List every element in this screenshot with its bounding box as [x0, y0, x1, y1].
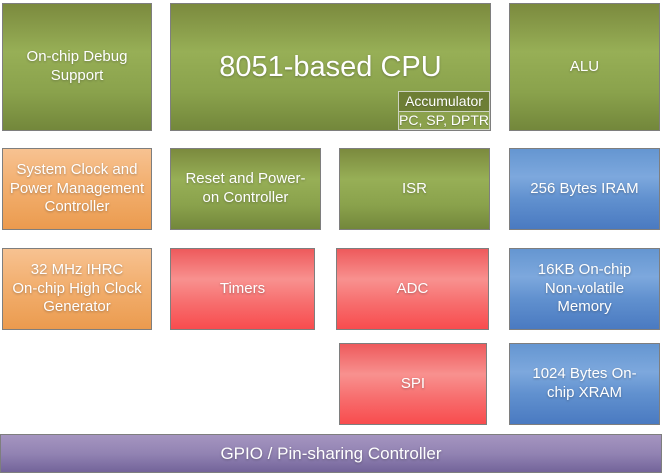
block-timers-label: Timers: [219, 279, 266, 297]
block-accumulator-label: Accumulator: [405, 92, 483, 109]
block-256-bytes-iram-label: 256 Bytes IRAM: [530, 179, 639, 197]
block-gpio-pin-sharing-controller: GPIO / Pin-sharing Controller: [0, 434, 662, 473]
block-system-clock-power-management: System Clock and Power Management Contro…: [2, 148, 152, 230]
block-timers: Timers: [170, 248, 315, 330]
block-spi-label: SPI: [400, 374, 426, 392]
block-256-bytes-iram: 256 Bytes IRAM: [509, 148, 660, 230]
block-spi: SPI: [339, 343, 487, 425]
block-pc-sp-dptr-registers: PC, SP, DPTR: [398, 111, 490, 130]
block-8051-cpu: 8051-based CPU Accumulator PC, SP, DPTR: [170, 3, 491, 131]
block-adc: ADC: [336, 248, 489, 330]
block-32mhz-ihrc-clock-generator: 32 MHz IHRC On-chip High Clock Generator: [2, 248, 152, 330]
block-alu: ALU: [509, 3, 660, 131]
block-16kb-non-volatile-memory-label: 16KB On-chip Non-volatile Memory: [537, 260, 632, 316]
block-alu-label: ALU: [569, 57, 600, 75]
block-system-clock-power-management-label: System Clock and Power Management Contro…: [9, 160, 145, 216]
block-isr: ISR: [339, 148, 490, 230]
block-gpio-pin-sharing-controller-label: GPIO / Pin-sharing Controller: [220, 443, 442, 463]
block-16kb-non-volatile-memory: 16KB On-chip Non-volatile Memory: [509, 248, 660, 330]
block-on-chip-debug-support-label: On-chip Debug Support: [26, 48, 128, 84]
block-1024-bytes-xram-label: 1024 Bytes On- chip XRAM: [532, 365, 637, 401]
block-adc-label: ADC: [396, 279, 429, 297]
block-1024-bytes-xram: 1024 Bytes On- chip XRAM: [509, 343, 660, 425]
block-on-chip-debug-support: On-chip Debug Support: [2, 3, 152, 131]
block-pc-sp-dptr-registers-label: PC, SP, DPTR: [399, 111, 489, 128]
block-reset-power-on-controller-label: Reset and Power- on Controller: [185, 170, 306, 206]
block-accumulator: Accumulator: [398, 91, 490, 112]
block-reset-power-on-controller: Reset and Power- on Controller: [170, 148, 321, 230]
block-isr-label: ISR: [401, 179, 427, 197]
block-8051-cpu-label: 8051-based CPU: [219, 50, 442, 83]
block-32mhz-ihrc-clock-generator-label: 32 MHz IHRC On-chip High Clock Generator: [12, 260, 142, 316]
